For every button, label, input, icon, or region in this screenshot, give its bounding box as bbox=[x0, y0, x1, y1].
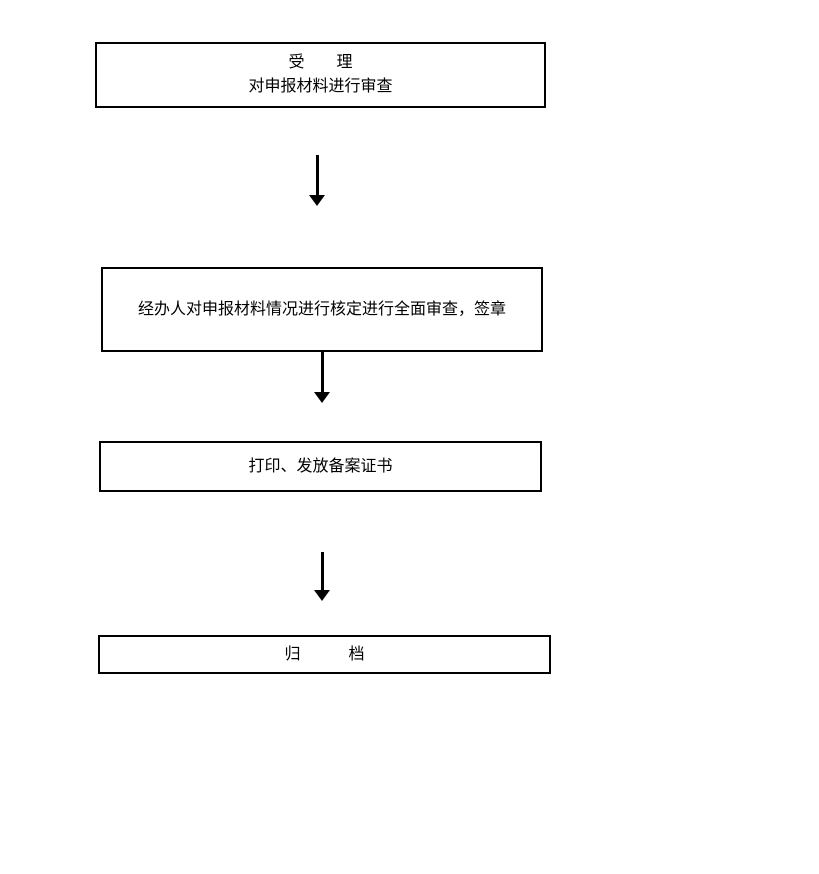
arrowhead-down-icon bbox=[309, 195, 325, 206]
flow-node-review-label: 经办人对申报材料情况进行核定进行全面审查，签章 bbox=[137, 300, 506, 318]
flow-node-archive-label: 归 档 bbox=[284, 645, 365, 663]
arrowhead-down-icon bbox=[314, 590, 330, 601]
arrow-shaft bbox=[320, 352, 324, 393]
flow-node-archive: 归 档 bbox=[98, 635, 551, 674]
flow-node-accept: 受 理 对申报材料进行审查 bbox=[95, 42, 546, 108]
flow-node-print-issue-label: 打印、发放备案证书 bbox=[248, 457, 393, 475]
flow-node-accept-title: 受 理 bbox=[288, 54, 353, 71]
flow-arrow-down-2 bbox=[314, 352, 330, 403]
arrow-shaft bbox=[315, 155, 319, 196]
flow-node-print-issue: 打印、发放备案证书 bbox=[99, 441, 542, 492]
flow-arrow-down-1 bbox=[309, 155, 325, 206]
flow-node-accept-subtitle: 对申报材料进行审查 bbox=[248, 78, 393, 95]
arrowhead-down-icon bbox=[314, 392, 330, 403]
flow-arrow-down-3 bbox=[314, 552, 330, 601]
flow-node-review: 经办人对申报材料情况进行核定进行全面审查，签章 bbox=[101, 267, 543, 352]
arrow-shaft bbox=[320, 552, 324, 591]
